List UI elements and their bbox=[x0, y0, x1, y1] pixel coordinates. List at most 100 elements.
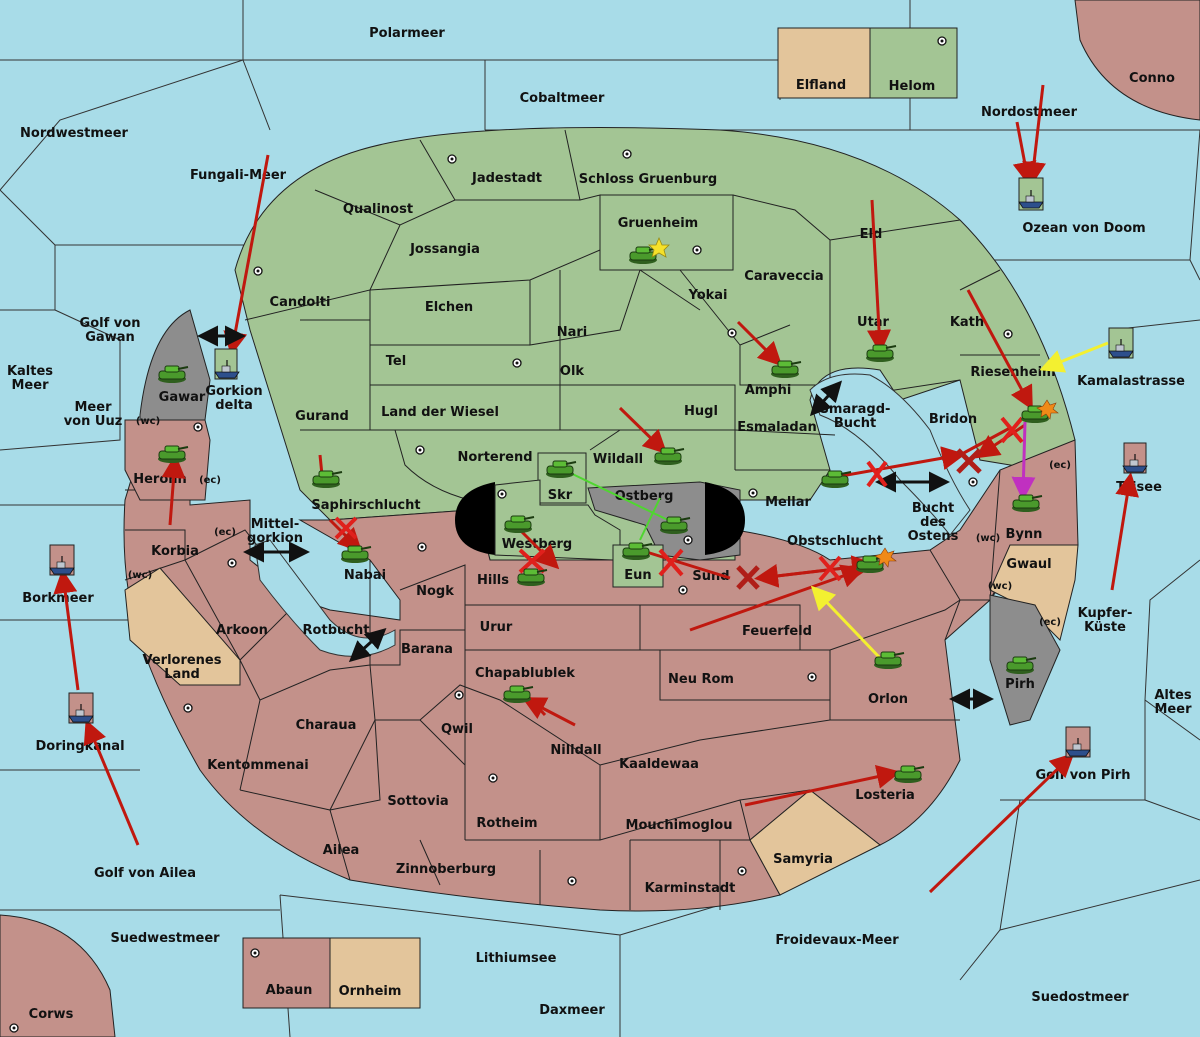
label-candolti: Candolti bbox=[270, 295, 331, 310]
label-kath: Kath bbox=[950, 315, 984, 330]
label-olk: Olk bbox=[560, 364, 585, 379]
label-sund: Sund bbox=[692, 569, 729, 584]
green-province-labels: Elfland Helom Jadestadt Schloss Gruenbur… bbox=[270, 78, 1056, 583]
label-qualinost: Qualinost bbox=[343, 202, 413, 217]
label-suedwestmeer: Suedwestmeer bbox=[110, 931, 220, 946]
bounce-x-icon bbox=[866, 460, 888, 488]
fleet-ship-icon[interactable] bbox=[1108, 327, 1134, 359]
supply-center-icon bbox=[807, 672, 817, 682]
supply-center-icon bbox=[748, 488, 758, 498]
label-teisee: Teisee bbox=[1116, 480, 1162, 495]
label-urur: Urur bbox=[480, 620, 513, 635]
supply-center-icon bbox=[417, 542, 427, 552]
bounce-x-icon bbox=[736, 565, 760, 590]
label-rotbucht: Rotbucht bbox=[303, 623, 370, 638]
label-westberg: Westberg bbox=[502, 537, 572, 552]
bounce-marks bbox=[334, 416, 1024, 590]
label-jadestadt: Jadestadt bbox=[471, 171, 542, 186]
coast-tag-ec: (ec) bbox=[199, 475, 221, 486]
label-heronn: Heronn bbox=[133, 472, 187, 487]
label-amphi: Amphi bbox=[745, 383, 792, 398]
coast-tag-wc: (wc) bbox=[988, 581, 1012, 592]
label-nabai: Nabai bbox=[344, 568, 386, 583]
supply-center-icon bbox=[678, 585, 688, 595]
label-gwaul: Gwaul bbox=[1006, 557, 1051, 572]
label-froidevaux-meer: Froidevaux-Meer bbox=[775, 933, 899, 948]
label-gruenheim: Gruenheim bbox=[618, 216, 698, 231]
label-mittel-gorkion: Mittel-gorkion bbox=[247, 517, 303, 546]
coast-tag-ec: (ec) bbox=[214, 527, 236, 538]
supply-center-icon bbox=[193, 422, 203, 432]
label-karminstadt: Karminstadt bbox=[645, 881, 736, 896]
fleet-ship-icon[interactable] bbox=[1065, 726, 1091, 758]
label-golf-von-ailea: Golf von Ailea bbox=[94, 866, 196, 881]
label-hugl: Hugl bbox=[684, 404, 718, 419]
supply-center-icon bbox=[512, 358, 522, 368]
coast-tag-ec: (ec) bbox=[1049, 460, 1071, 471]
supply-center-icon bbox=[968, 477, 978, 487]
supply-center-icon bbox=[622, 149, 632, 159]
label-jossangia: Jossangia bbox=[409, 242, 480, 257]
label-tel: Tel bbox=[386, 354, 406, 369]
bounce-x-icon bbox=[818, 555, 842, 582]
label-lithiumsee: Lithiumsee bbox=[476, 951, 557, 966]
explosion-icon bbox=[1036, 399, 1059, 420]
fleet-ship-icon[interactable] bbox=[1122, 442, 1148, 474]
label-suedostmeer: Suedostmeer bbox=[1031, 990, 1129, 1005]
label-arkoon: Arkoon bbox=[216, 623, 268, 638]
passage-arrows bbox=[197, 325, 994, 710]
label-yokai: Yokai bbox=[687, 288, 727, 303]
supply-center-icon bbox=[683, 535, 693, 545]
supply-center-icon bbox=[227, 558, 237, 568]
fleet-ship-icon[interactable] bbox=[1018, 177, 1044, 211]
label-eun: Eun bbox=[624, 568, 651, 583]
bounce-x-icon bbox=[334, 516, 358, 540]
label-nogk: Nogk bbox=[416, 584, 454, 599]
label-ornheim: Ornheim bbox=[339, 984, 402, 999]
label-pirh: Pirh bbox=[1005, 677, 1035, 692]
label-elfland: Elfland bbox=[796, 78, 846, 93]
label-kentommenai: Kentommenai bbox=[207, 758, 308, 773]
supply-center-icon bbox=[183, 703, 193, 713]
label-mouchimoglou: Mouchimoglou bbox=[626, 818, 733, 833]
fleet-ship-icon[interactable] bbox=[214, 348, 240, 380]
supply-center-icon bbox=[415, 445, 425, 455]
label-skr: Skr bbox=[548, 488, 573, 503]
fleet-ship-icon[interactable] bbox=[68, 692, 94, 724]
label-cobaltmeer: Cobaltmeer bbox=[520, 91, 605, 106]
label-nordostmeer: Nordostmeer bbox=[981, 105, 1078, 120]
label-utar: Utar bbox=[857, 315, 890, 330]
coast-tags: (wc) (ec) (ec) (wc) (ec) (wc) (wc) (ec) bbox=[128, 416, 1071, 628]
label-nari: Nari bbox=[557, 325, 588, 340]
label-kamalastrasse: Kamalastrasse bbox=[1077, 374, 1185, 389]
label-ailea: Ailea bbox=[323, 843, 360, 858]
label-charaua: Charaua bbox=[296, 718, 357, 733]
supply-center-icon bbox=[497, 489, 507, 499]
bounce-x-icon bbox=[1000, 416, 1024, 444]
supply-center-icon bbox=[692, 245, 702, 255]
label-elchen: Elchen bbox=[425, 300, 473, 315]
label-abaun: Abaun bbox=[266, 983, 313, 998]
label-doringkanal: Doringkanal bbox=[35, 739, 124, 754]
supply-center-icon bbox=[250, 948, 260, 958]
fleet-ship-icon[interactable] bbox=[49, 544, 75, 576]
supply-center-icon bbox=[447, 154, 457, 164]
star-icon bbox=[648, 236, 670, 258]
green-borders bbox=[244, 129, 1040, 501]
label-esmaladan: Esmaladan bbox=[737, 420, 817, 435]
bounce-x-icon bbox=[518, 548, 546, 574]
label-nordwestmeer: Nordwestmeer bbox=[20, 126, 128, 141]
army-tank-icon[interactable] bbox=[340, 545, 372, 564]
label-gurand: Gurand bbox=[295, 409, 349, 424]
label-rotheim: Rotheim bbox=[476, 816, 537, 831]
label-saphirschlucht: Saphirschlucht bbox=[311, 498, 420, 513]
label-gawar: Gawar bbox=[159, 390, 206, 405]
label-wildall: Wildall bbox=[593, 452, 643, 467]
